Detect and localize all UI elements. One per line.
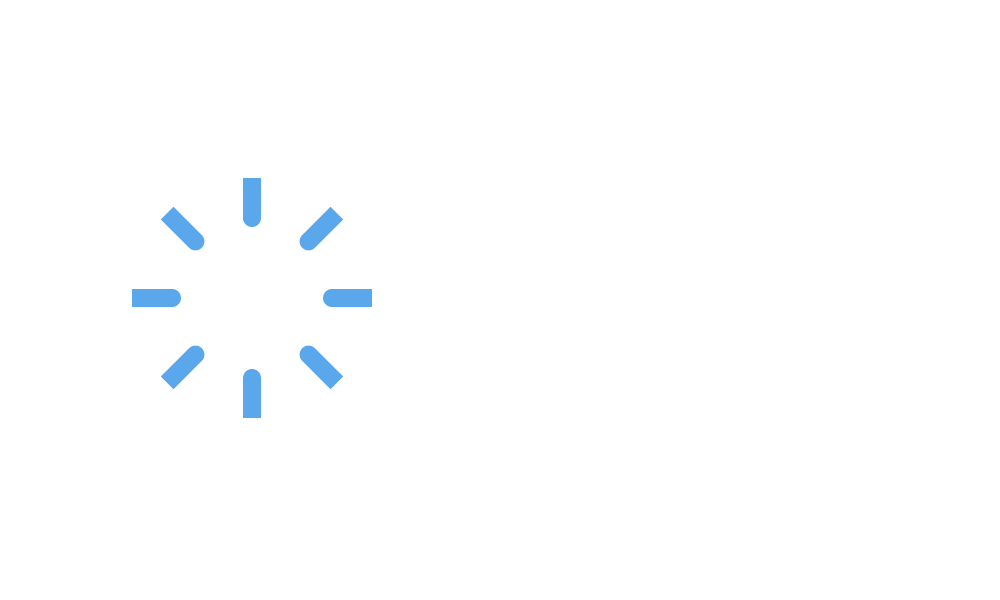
spinner-spoke-cap: [243, 369, 261, 387]
spinner-spoke-cap: [299, 232, 318, 251]
spinner-spoke-cap: [323, 289, 341, 307]
spinner-spoke: [323, 289, 372, 307]
spinner-spoke-cap: [186, 345, 205, 364]
spinner-spoke-cap: [243, 209, 261, 227]
loading-spinner-icon: [132, 178, 372, 418]
spinner-spoke-cap: [186, 232, 205, 251]
spinner-spoke: [243, 369, 261, 418]
spinner-spoke: [299, 345, 344, 390]
spinner-spoke: [160, 345, 205, 390]
loading-spinner: [128, 174, 376, 422]
spinner-spoke: [160, 206, 205, 251]
spinner-spoke: [299, 206, 344, 251]
spinner-spoke: [243, 178, 261, 227]
spinner-spoke: [132, 289, 181, 307]
spinner-spoke-cap: [299, 345, 318, 364]
spinner-spoke-cap: [163, 289, 181, 307]
